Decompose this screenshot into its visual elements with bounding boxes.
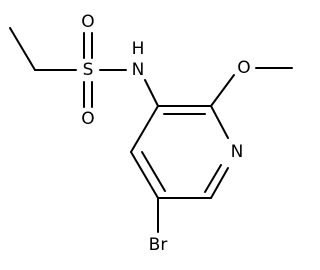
bond-c2-o	[210, 74, 235, 107]
atom-hydrogen: H	[132, 39, 145, 59]
structure-canvas: S O O H N O N Br	[9, 12, 293, 255]
bond-n-c3	[144, 79, 159, 107]
bond-n1-c6	[210, 167, 229, 199]
bond-c4-c3	[130, 105, 159, 153]
atom-oxygen-bottom: O	[81, 109, 94, 129]
bond-ch3-ch2	[9, 27, 36, 71]
atom-oxygen-methoxy: O	[237, 58, 250, 78]
bonds	[9, 27, 293, 233]
atom-labels: S O O H N O N Br	[81, 12, 250, 255]
molecule-diagram: S O O H N O N Br	[9, 12, 293, 255]
atom-nitrogen-amide: N	[132, 60, 145, 80]
atom-bromine: Br	[149, 235, 168, 255]
atom-nitrogen-ring: N	[231, 142, 244, 162]
bond-c5-c4-inner	[141, 151, 166, 192]
atom-oxygen-top: O	[81, 12, 94, 32]
bond-c5-c4	[130, 151, 159, 199]
bond-c2-n1	[210, 105, 229, 139]
bond-n1-c6-inner	[204, 164, 222, 193]
atom-sulfur: S	[83, 60, 94, 80]
